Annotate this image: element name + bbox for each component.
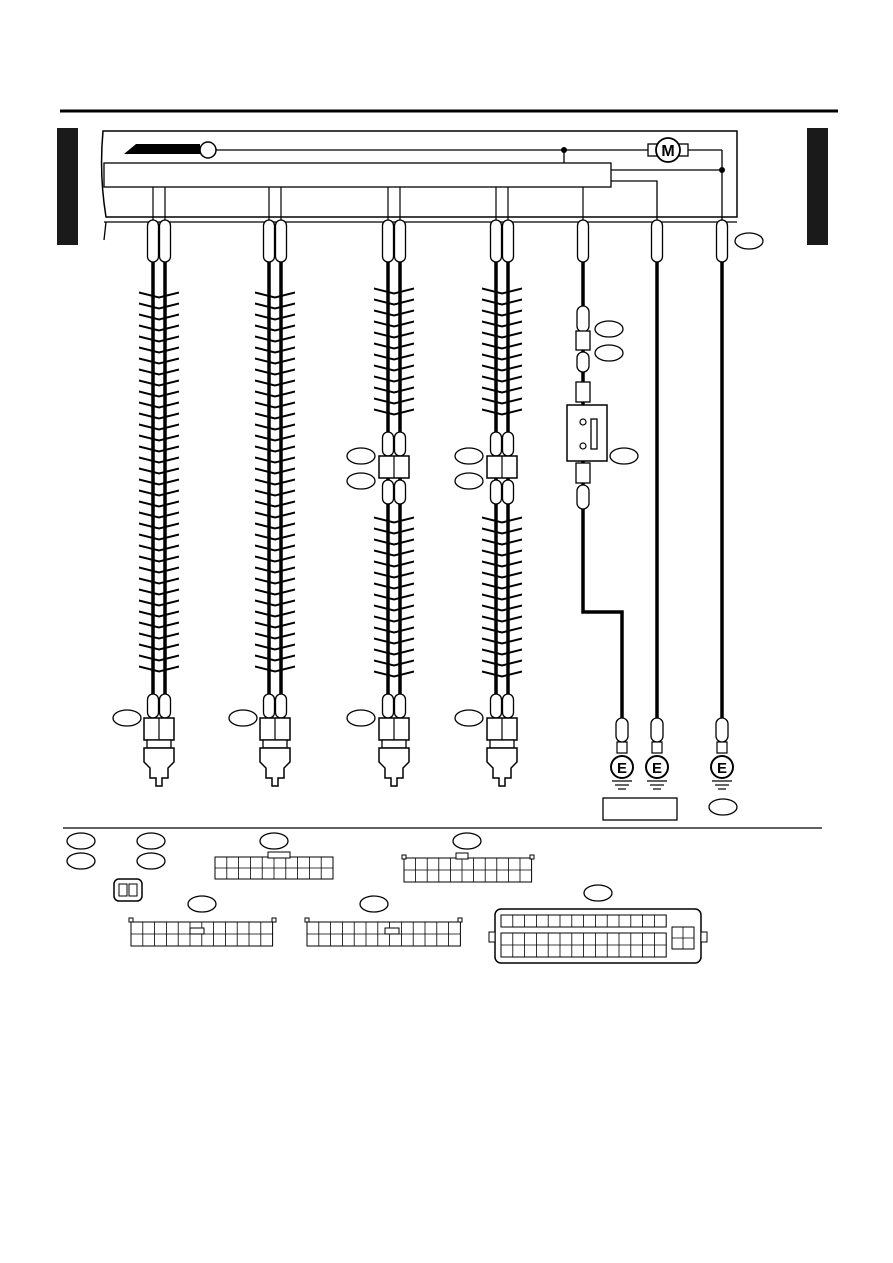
wire-terminal — [393, 693, 407, 719]
right-side-tab — [807, 128, 828, 245]
connector-legend — [66, 832, 708, 964]
connector-callout — [228, 709, 258, 727]
wire-terminal — [381, 479, 395, 505]
wire-terminal — [715, 219, 729, 263]
connector-callout — [452, 832, 482, 850]
ground-symbol — [710, 755, 734, 779]
connector-callout — [136, 832, 166, 850]
wire-terminal — [393, 431, 407, 457]
ground-label: E — [617, 760, 627, 777]
connector-callout — [259, 832, 289, 850]
sensor-body — [143, 747, 175, 787]
connector-callout — [454, 447, 484, 465]
wire-terminal — [615, 717, 629, 743]
callout-module-connector — [734, 232, 764, 250]
connector-callout — [136, 852, 166, 870]
ground-label: E — [652, 760, 662, 777]
connector-callout — [594, 320, 624, 338]
wire-terminal — [501, 479, 515, 505]
inline-connector — [575, 330, 591, 351]
ground-symbol — [645, 755, 669, 779]
ground-label: E — [717, 760, 727, 777]
wire-terminal — [650, 219, 664, 263]
connector-callout — [594, 344, 624, 362]
wire-terminal — [489, 479, 503, 505]
wire-terminal — [489, 431, 503, 457]
wire-terminal — [501, 219, 515, 263]
wire-terminal — [715, 717, 729, 743]
wire-terminal — [274, 219, 288, 263]
wire-terminal — [381, 693, 395, 719]
wire-terminal — [146, 219, 160, 263]
wire-terminal — [576, 351, 590, 373]
wire-terminal — [501, 431, 515, 457]
ground-symbol — [610, 755, 634, 779]
connector-callout — [346, 709, 376, 727]
wire-terminal — [489, 219, 503, 263]
shield-braid — [138, 291, 180, 673]
wire-terminal — [576, 305, 590, 333]
fuse-box — [566, 404, 608, 462]
wire-terminal — [381, 219, 395, 263]
left-side-tab — [57, 128, 78, 245]
wire-terminal — [146, 693, 160, 719]
shield-braid — [254, 291, 296, 673]
connector-callout — [359, 895, 389, 913]
wire-terminal — [274, 693, 288, 719]
motor-symbol: M — [647, 137, 689, 163]
wire-terminal — [501, 693, 515, 719]
connector-callout — [454, 472, 484, 490]
wire-terminal — [158, 693, 172, 719]
shield-braid — [373, 516, 415, 678]
sensor-body — [259, 747, 291, 787]
connector-callout — [454, 709, 484, 727]
connector-callout — [583, 884, 613, 902]
wire-terminal — [393, 479, 407, 505]
terminal-circle — [199, 141, 217, 159]
connector-callout — [66, 852, 96, 870]
shield-braid — [481, 287, 523, 416]
wire-terminal — [262, 219, 276, 263]
wire-terminal — [576, 219, 590, 263]
internal-feeds — [152, 187, 584, 222]
motor-label: M — [661, 143, 674, 160]
wire-terminal — [381, 431, 395, 457]
wire-terminal — [576, 484, 590, 510]
sensor-body — [378, 747, 410, 787]
wire-terminal — [158, 219, 172, 263]
connector-callout — [187, 895, 217, 913]
fuse-element — [590, 418, 598, 450]
wire-terminal — [489, 693, 503, 719]
control-module — [100, 130, 738, 241]
connector-callout — [66, 832, 96, 850]
wire-terminal — [393, 219, 407, 263]
connector-callout — [346, 447, 376, 465]
connector-callout — [609, 447, 639, 465]
legend-connector-2pin — [113, 878, 143, 902]
connector-callout — [346, 472, 376, 490]
wire-terminal — [650, 717, 664, 743]
shield-braid — [373, 287, 415, 416]
harness-wedge — [124, 144, 200, 154]
sensor-body — [486, 747, 518, 787]
ground-label-box — [602, 797, 678, 821]
connector-callout — [112, 709, 142, 727]
callout-ground — [708, 798, 738, 816]
shield-braid — [481, 516, 523, 678]
wire-terminal — [262, 693, 276, 719]
